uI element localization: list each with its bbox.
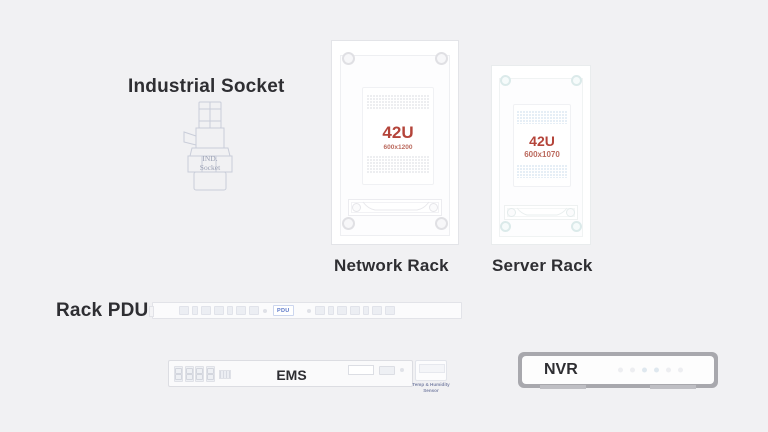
rack-bolt-icon <box>435 217 448 230</box>
server-rack-graphic[interactable]: 42U 600x1070 <box>491 65 591 245</box>
socket-text-line1: IND. <box>202 154 218 163</box>
ems-port-cluster <box>174 366 231 382</box>
sensor-body <box>415 360 447 381</box>
network-rack-u-size: 42U <box>382 123 414 143</box>
network-rack-plinth <box>348 199 442 216</box>
sensor-label-line1: Temp & Humidity <box>412 382 450 387</box>
ems-right-cluster <box>348 365 404 375</box>
network-rack-dimensions: 600x1200 <box>383 144 413 152</box>
rack-bolt-icon <box>500 221 511 232</box>
nvr-label: NVR <box>544 361 578 378</box>
industrial-socket-label: Industrial Socket <box>128 76 285 97</box>
nvr-front-panel: NVR <box>522 356 714 384</box>
ems-vent-icon <box>219 369 231 379</box>
rack-bolt-icon <box>342 52 355 65</box>
pdu-inlet <box>149 306 154 317</box>
rack-bolt-icon <box>571 221 582 232</box>
nvr-graphic[interactable]: NVR <box>518 352 718 389</box>
socket-text-line2: Socket <box>199 163 221 172</box>
ems-led-icon <box>400 368 404 372</box>
server-rack-u-size: 42U <box>529 133 555 149</box>
ems-module-icon <box>379 365 395 375</box>
pdu-badge: PDU <box>273 305 294 316</box>
temp-humidity-sensor-label: Temp & Humidity Sensor <box>405 382 457 393</box>
industrial-socket-graphic: IND. Socket <box>168 98 252 194</box>
rack-pdu-label: Rack PDU <box>56 300 149 321</box>
server-rack-dimensions: 600x1070 <box>524 150 560 159</box>
ems-display-icon <box>348 365 374 375</box>
industrial-socket-device-text: IND. Socket <box>168 154 252 172</box>
network-rack-door: 42U 600x1200 <box>362 87 434 185</box>
network-rack-label: Network Rack <box>334 256 449 275</box>
rack-bolt-icon <box>500 75 511 86</box>
nvr-led-row <box>618 367 683 373</box>
server-rack-plinth <box>504 205 578 220</box>
sensor-label-line2: Sensor <box>423 387 439 393</box>
ems-label: EMS <box>276 366 307 383</box>
server-rack-label: Server Rack <box>492 256 593 275</box>
sensor-display-icon <box>419 364 445 373</box>
rack-bolt-icon <box>435 52 448 65</box>
temp-humidity-sensor-graphic[interactable]: Temp & Humidity Sensor <box>409 360 453 393</box>
server-rack-door: 42U 600x1070 <box>513 104 571 187</box>
nvr-foot-left <box>540 385 586 389</box>
rack-bolt-icon <box>342 217 355 230</box>
ems-graphic[interactable]: EMS <box>168 360 413 387</box>
nvr-foot-right <box>650 385 696 389</box>
rack-bolt-icon <box>571 75 582 86</box>
rack-pdu-graphic[interactable]: PDU <box>149 302 462 319</box>
network-rack-graphic[interactable]: 42U 600x1200 <box>331 40 459 245</box>
